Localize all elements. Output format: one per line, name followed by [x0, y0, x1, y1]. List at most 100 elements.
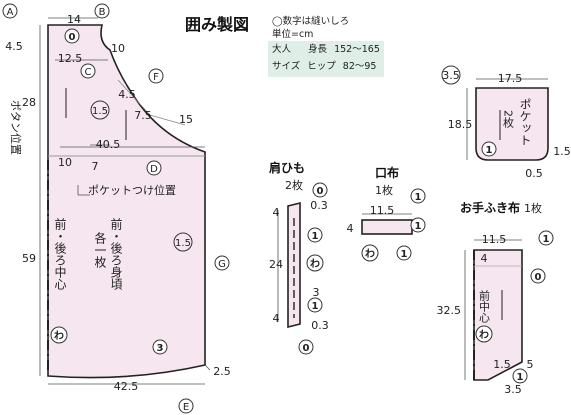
towel-bottom-b: 5 — [527, 358, 534, 371]
strap-seam-mid2: 1 — [307, 297, 323, 313]
svg-text:0: 0 — [535, 272, 542, 283]
svg-text:1: 1 — [415, 221, 422, 232]
seam-curve: 1.5 — [90, 100, 110, 120]
svg-text:1: 1 — [543, 234, 550, 245]
point-a: A — [2, 3, 18, 19]
note-seam: ◯数字は縫いしろ — [272, 16, 350, 27]
svg-text:D: D — [150, 164, 158, 175]
point-b: B — [94, 3, 110, 19]
note-unit: 単位=cm — [272, 29, 314, 40]
towel-top: 4 — [481, 252, 488, 265]
towel-width: 11.5 — [482, 233, 507, 246]
dim-neck-b: 10 — [111, 42, 125, 55]
svg-text:1: 1 — [486, 145, 493, 156]
point-f: F — [148, 68, 164, 84]
svg-text:3.5: 3.5 — [442, 69, 460, 82]
strap-seam-bottom: 0 — [298, 339, 314, 355]
svg-text:B: B — [99, 7, 106, 18]
dim-top: 14 — [67, 13, 81, 26]
strap-fold: わ — [306, 254, 324, 272]
mouth-seam-bottom: 1 — [396, 245, 412, 261]
svg-text:0: 0 — [69, 32, 76, 43]
size-row-1: 大人 身長 152〜165 — [272, 44, 380, 55]
towel-bottom-c: 3.5 — [504, 383, 522, 396]
svg-text:1: 1 — [312, 301, 319, 312]
point-c: C — [80, 63, 96, 79]
pocket-seam-bottom: 1 — [481, 141, 497, 157]
size-table: 大人 身長 152〜165 サイズ ヒップ 82〜95 — [268, 41, 384, 77]
towel-seam-top: 1 — [538, 230, 554, 246]
svg-text:3: 3 — [157, 343, 164, 354]
dim-mid-small: 7 — [92, 160, 99, 173]
dim-neck-a: 12.5 — [58, 52, 83, 65]
svg-text:わ: わ — [54, 330, 64, 342]
pocket-corner: 1.5 — [553, 145, 571, 158]
svg-text:F: F — [153, 72, 159, 83]
pocket-outline — [475, 87, 549, 161]
towel-count: 1枚 — [524, 201, 542, 215]
center-label: 前・後ろ中心 — [53, 217, 67, 290]
piece-count-label: 各一枚 — [93, 231, 107, 269]
strap-seam-mid1: 1 — [307, 227, 323, 243]
mouth-fold: わ — [361, 244, 379, 262]
pocket-position-label: ポケットつけ位置 — [88, 183, 176, 197]
notes: ◯数字は縫いしろ 単位=cm — [272, 15, 349, 41]
svg-text:C: C — [85, 67, 92, 78]
pocket-height: 18.5 — [448, 118, 473, 131]
pocket-seam-top: 3.5 — [441, 65, 461, 85]
strap-bottom: 0.3 — [311, 319, 329, 332]
svg-text:0: 0 — [303, 343, 310, 354]
strap-bottom-len: 4 — [273, 312, 280, 325]
piece-name-label: 前・後ろ身頃 — [109, 217, 123, 291]
dim-curve-a: 4.5 — [118, 88, 136, 101]
mouth-seam-top: 1 — [410, 188, 426, 204]
mouth-count: 1枚 — [375, 183, 393, 197]
body-fold: わ — [50, 326, 68, 344]
body-piece-outline — [47, 24, 206, 379]
towel-bottom-a: 1.5 — [493, 358, 511, 371]
svg-text:A: A — [7, 7, 14, 18]
seam-top: 0 — [64, 28, 80, 44]
point-d: D — [146, 160, 162, 176]
pocket-bottom: 0.5 — [525, 167, 543, 180]
towel-seam-right: 0 — [530, 268, 546, 284]
strap-top: 0.3 — [310, 199, 328, 212]
dim-top-left: 4.5 — [5, 40, 23, 53]
svg-text:1: 1 — [415, 192, 422, 203]
point-e: E — [178, 398, 194, 414]
pocket-width: 17.5 — [498, 72, 523, 85]
svg-text:1: 1 — [401, 249, 408, 260]
strap-top-len: 4 — [273, 206, 280, 219]
seam-bottom: 3 — [152, 339, 168, 355]
mouth-name: 口布 — [375, 165, 399, 180]
button-position-label: ボタン位置 — [9, 100, 23, 155]
seam-side: 1.5 — [173, 232, 193, 252]
dim-bottom-right: 2.5 — [213, 365, 231, 378]
svg-text:1: 1 — [517, 372, 524, 383]
strap-outline — [287, 201, 301, 329]
pocket-name: ポケット — [518, 98, 532, 146]
svg-text:E: E — [183, 402, 189, 413]
dim-mid-left: 10 — [58, 156, 72, 169]
svg-text:0: 0 — [317, 186, 324, 197]
dim-length: 59 — [22, 252, 36, 265]
mouth-height: 4 — [347, 222, 354, 235]
towel-fold: わ — [475, 325, 493, 343]
mouth-outline — [361, 219, 413, 235]
svg-text:1.5: 1.5 — [92, 106, 108, 117]
dim-curve-b: 7.5 — [134, 109, 152, 122]
towel-center: 前中心 — [478, 289, 491, 323]
strap-seam-top: 0 — [312, 182, 328, 198]
svg-text:わ: わ — [365, 248, 375, 260]
towel-name: お手ふき布 — [460, 200, 520, 215]
towel-seam-bottom: 1 — [512, 368, 528, 384]
strap-name: 肩ひも — [269, 160, 305, 175]
dim-armhole: 28 — [22, 96, 36, 109]
towel-length: 32.5 — [437, 304, 462, 317]
strap-width: 3 — [313, 286, 320, 299]
dim-curve-c: 15 — [179, 113, 193, 126]
dim-width-mid: 40.5 — [96, 138, 121, 151]
diagram-title: 囲み製図 — [185, 15, 249, 34]
strap-length: 24 — [269, 258, 283, 271]
